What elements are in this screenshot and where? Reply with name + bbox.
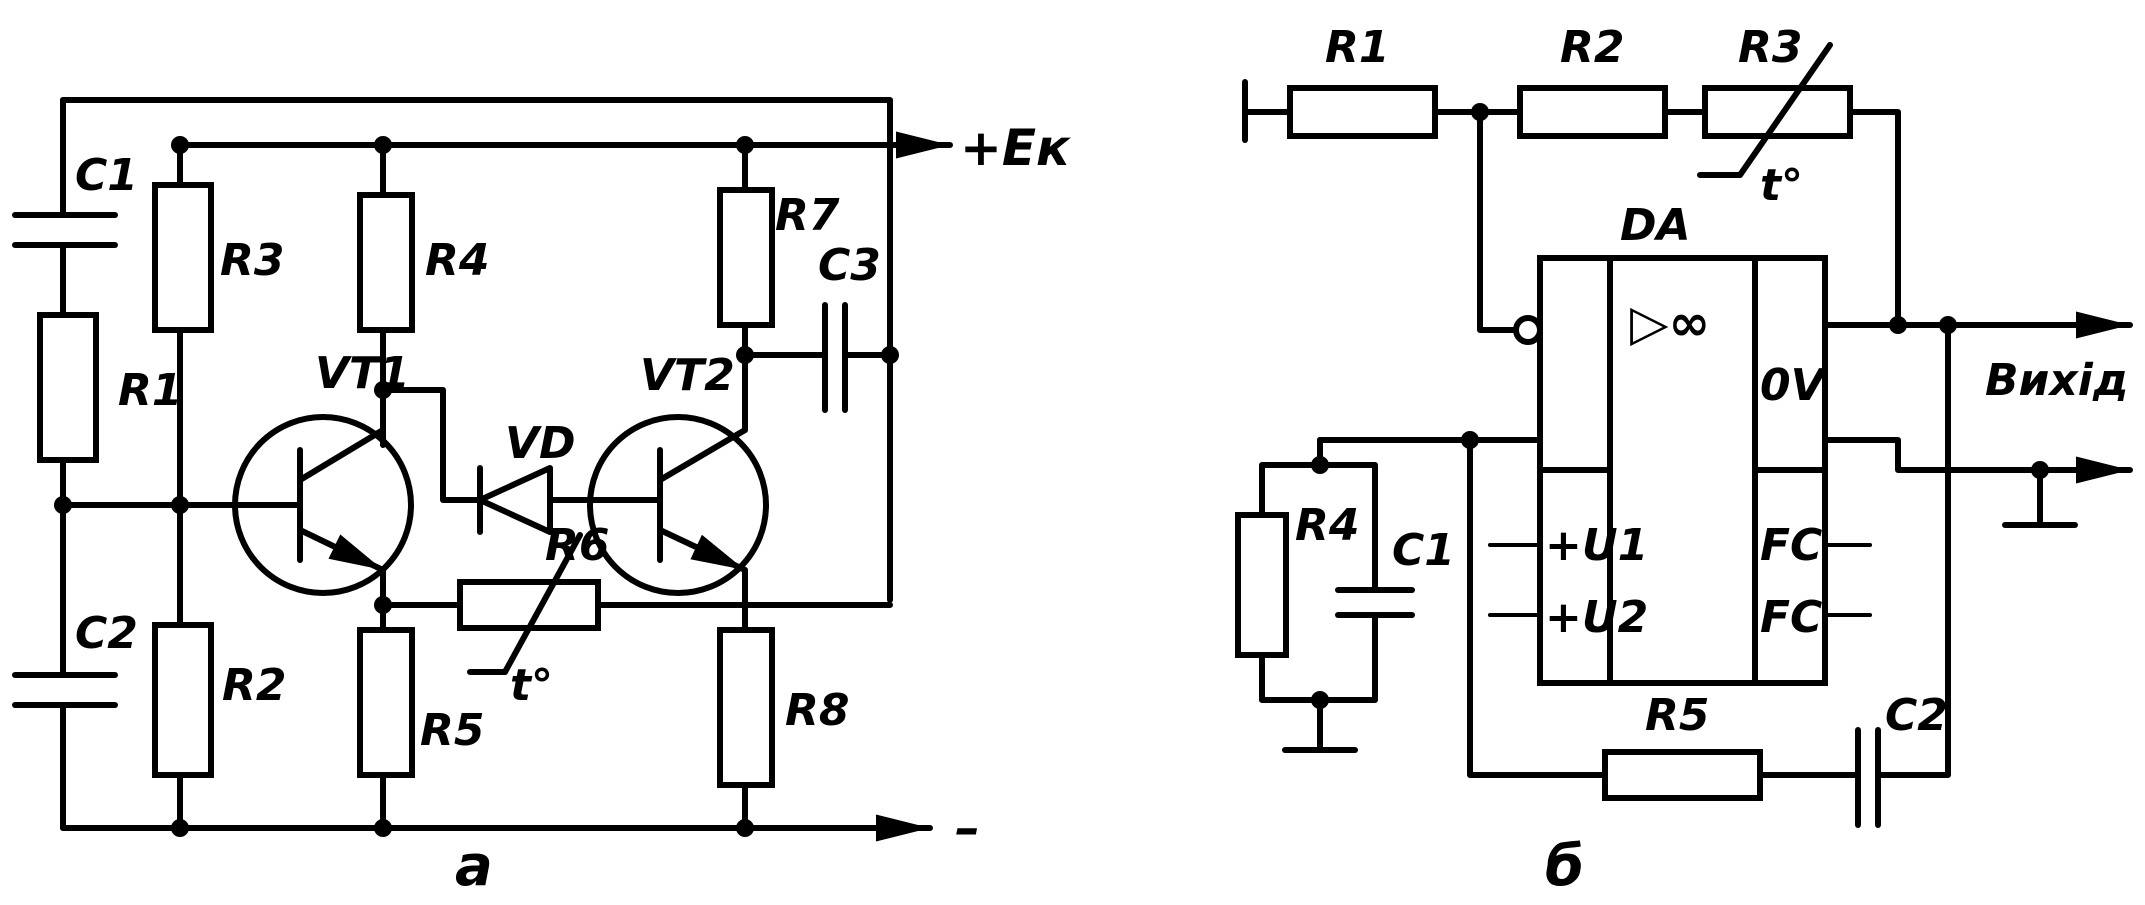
label-u2: +U2 xyxy=(1545,592,1648,643)
label-fc2: FC xyxy=(1760,592,1822,643)
supply-label: +Eк xyxy=(960,119,1071,177)
feedback-wire xyxy=(1467,322,1951,778)
capacitor-c2-b xyxy=(1855,727,1881,828)
label-r6: R6 xyxy=(545,520,610,571)
inverting-input-bubble xyxy=(1513,315,1543,345)
junction-dots-b xyxy=(1311,103,2049,709)
resistor-r5-b xyxy=(1602,749,1763,801)
label-fc1: FC xyxy=(1760,520,1822,571)
label-r8: R8 xyxy=(785,685,850,736)
r3-wire xyxy=(1662,109,1901,328)
label-r2-b: R2 xyxy=(1560,22,1625,73)
inverting-input-wire xyxy=(1477,109,1518,333)
transistor-vt2 xyxy=(587,414,769,596)
label-c1-b: C1 xyxy=(1392,525,1455,576)
resistor-r5 xyxy=(357,627,415,778)
label-c1: C1 xyxy=(75,150,138,201)
resistor-r2-b xyxy=(1517,85,1668,139)
zero-volt-ground xyxy=(2002,467,2078,528)
label-r5-b: R5 xyxy=(1645,690,1710,741)
label-r2: R2 xyxy=(222,660,287,711)
capacitor-c3 xyxy=(822,302,848,413)
resistor-r1 xyxy=(37,312,99,463)
label-vd: VD xyxy=(505,418,576,469)
outer-top-rail xyxy=(60,97,893,603)
capacitor-c1-b xyxy=(1335,587,1415,618)
label-t-a: t° xyxy=(510,660,553,711)
junction-dots-a xyxy=(54,136,899,837)
ground-label: – xyxy=(955,799,980,857)
resistor-r4-b xyxy=(1235,512,1289,658)
opamp-da xyxy=(1537,255,1828,686)
label-c3: C3 xyxy=(818,240,881,291)
resistor-r3 xyxy=(152,182,214,333)
label-r7: R7 xyxy=(775,190,840,241)
transistor-vt1 xyxy=(232,387,414,608)
resistor-r7 xyxy=(717,187,775,328)
opamp-symbol: ▷∞ xyxy=(1630,294,1710,352)
thermistor-r6 xyxy=(457,579,601,631)
label-vt1: VT1 xyxy=(315,348,410,399)
circuit-b: R1 R2 R3 t° DA ▷∞ 0V +U1 +U2 FC FC Вихід… xyxy=(1235,22,2133,899)
label-output: Вихід xyxy=(1985,355,2128,406)
label-r5: R5 xyxy=(420,705,485,756)
label-c2-b: C2 xyxy=(1885,690,1948,741)
resistor-r4 xyxy=(357,192,415,333)
caption-a: a xyxy=(455,834,493,899)
label-r4: R4 xyxy=(425,235,490,286)
label-r4-b: R4 xyxy=(1295,500,1360,551)
label-r1-b: R1 xyxy=(1325,22,1390,73)
label-c2: C2 xyxy=(75,608,138,659)
label-r3-b: R3 xyxy=(1738,22,1803,73)
capacitor-c1 xyxy=(12,212,118,248)
label-da: DA xyxy=(1620,200,1691,251)
resistor-r8 xyxy=(717,627,775,788)
r3-thermal-mark xyxy=(1697,42,1833,178)
vt1-collector-to-diode xyxy=(380,387,483,503)
label-r3: R3 xyxy=(220,235,285,286)
resistor-r2 xyxy=(152,622,214,778)
r4-c1-network xyxy=(1259,437,1378,753)
resistor-r1-b xyxy=(1287,85,1438,139)
label-0v: 0V xyxy=(1760,360,1828,411)
label-r1: R1 xyxy=(118,365,183,416)
capacitor-c2 xyxy=(12,672,118,708)
thermistor-r3-b xyxy=(1702,85,1853,139)
caption-b: б xyxy=(1545,834,1584,899)
label-vt2: VT2 xyxy=(640,350,735,401)
label-u1: +U1 xyxy=(1545,520,1648,571)
label-t-b: t° xyxy=(1760,160,1803,211)
circuit-a: +Eк – C1 R1 C2 R3 R2 R4 R5 R6 t° VT1 VT2… xyxy=(12,97,1071,899)
r6-thermal-mark xyxy=(467,532,583,675)
zero-volt-wire xyxy=(1822,437,2133,484)
